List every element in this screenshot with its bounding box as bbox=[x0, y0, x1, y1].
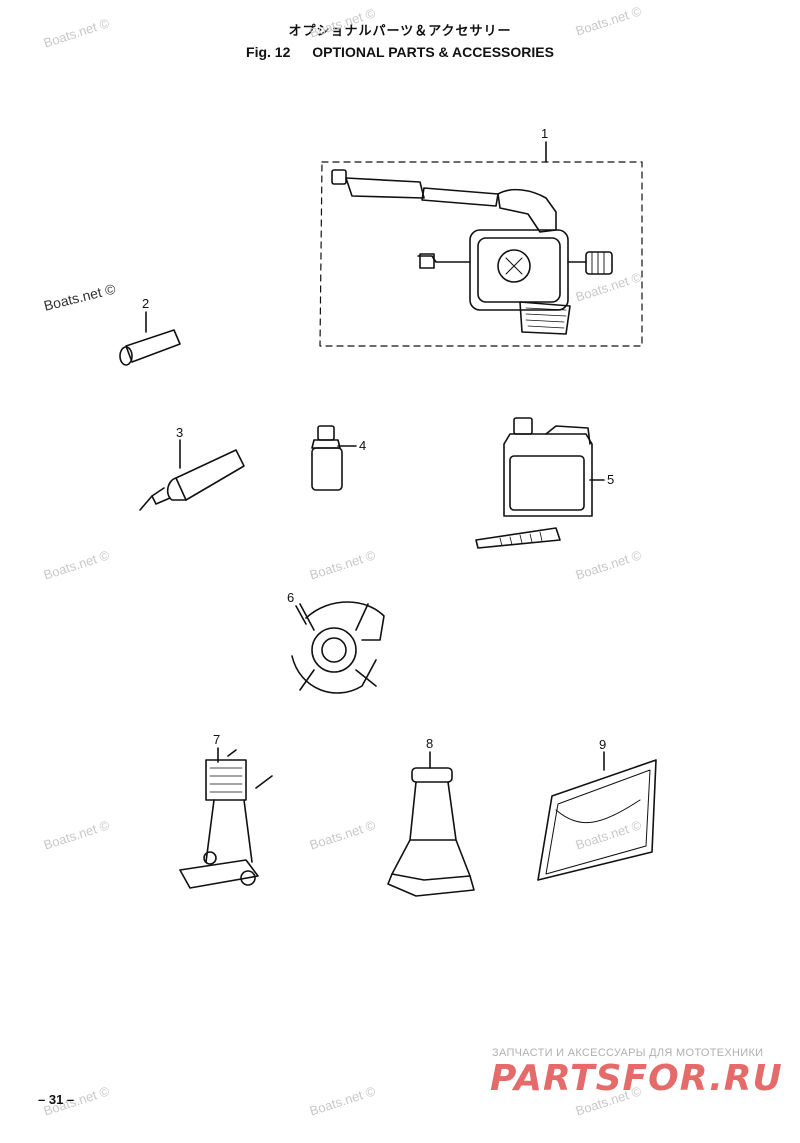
part-4-bottle bbox=[311, 425, 357, 491]
callout-7: 7 bbox=[213, 732, 221, 747]
part-7-hand-truck bbox=[179, 747, 273, 889]
promo-tagline: ЗАПЧАСТИ И АКСЕССУАРЫ ДЛЯ МОТОТЕХНИКИ bbox=[492, 1047, 764, 1059]
callout-1: 1 bbox=[541, 126, 549, 141]
callout-2: 2 bbox=[142, 296, 150, 311]
callout-6: 6 bbox=[287, 590, 295, 605]
part-1-flushing-kit bbox=[319, 141, 643, 347]
figure-label: Fig. 12 bbox=[246, 44, 291, 60]
page-title: Fig. 12 OPTIONAL PARTS & ACCESSORIES bbox=[0, 44, 800, 60]
page-title-japanese: オプショナルパーツ＆アクセサリー bbox=[288, 23, 512, 38]
callout-9: 9 bbox=[599, 737, 607, 752]
part-9-envelope bbox=[537, 751, 657, 881]
part-2-tube bbox=[119, 311, 181, 366]
page-number: – 31 – bbox=[38, 1092, 75, 1107]
part-6-impeller bbox=[291, 601, 385, 694]
callout-4: 4 bbox=[359, 438, 367, 453]
part-5-oil-jug bbox=[475, 417, 605, 549]
callout-8: 8 bbox=[426, 736, 434, 751]
part-3-grease-tube bbox=[139, 439, 245, 511]
figure-title: OPTIONAL PARTS & ACCESSORIES bbox=[312, 44, 554, 60]
callout-3: 3 bbox=[176, 425, 184, 440]
promo-logo: PARTSFOR.RU bbox=[490, 1058, 783, 1099]
part-8-engine-stand bbox=[387, 751, 475, 897]
callout-5: 5 bbox=[607, 472, 615, 487]
